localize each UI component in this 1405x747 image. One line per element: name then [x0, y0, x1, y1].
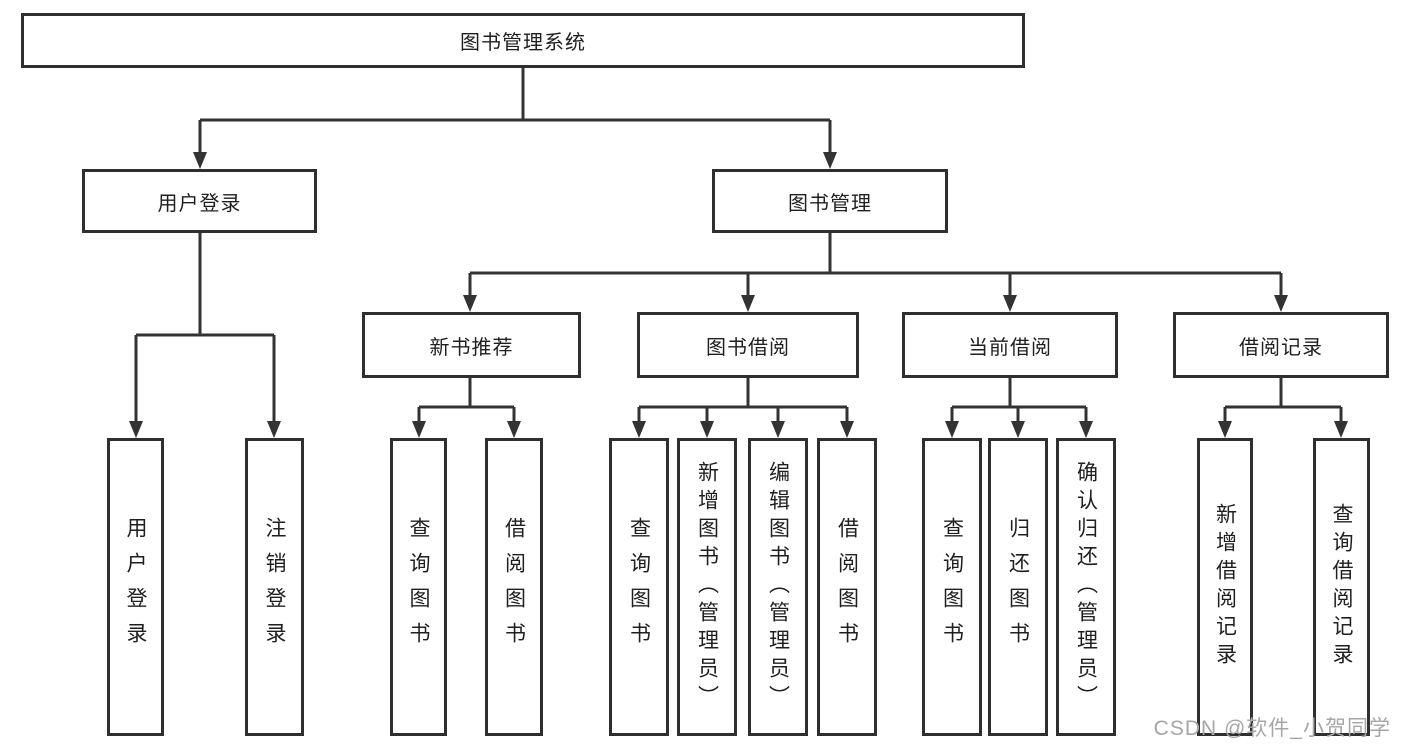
- leaf-label: 用户登录: [124, 517, 147, 657]
- node-book-management: 图书管理: [712, 169, 948, 233]
- leaf-label: 查询图书: [407, 517, 430, 657]
- leaf-label: 新增图书（管理员）: [695, 461, 719, 713]
- leaf-label: 借阅图书: [835, 517, 859, 657]
- leaf-label: 注销登录: [263, 517, 286, 657]
- leaf-query-book-1: 查询图书: [390, 438, 447, 736]
- leaf-label: 归还图书: [1006, 517, 1030, 657]
- leaf-borrow-book-2: 借阅图书: [817, 438, 877, 736]
- leaf-add-book-admin: 新增图书（管理员）: [677, 438, 737, 736]
- leaf-label: 查询图书: [627, 517, 651, 657]
- connector-book-borrow-children: [632, 378, 854, 438]
- leaf-user-login: 用户登录: [107, 438, 164, 736]
- leaf-query-book-2: 查询图书: [609, 438, 669, 736]
- connector-book-mgmt-to-level3: [463, 232, 1288, 312]
- leaf-query-book-3: 查询图书: [922, 438, 982, 736]
- leaf-return-book: 归还图书: [988, 438, 1048, 736]
- leaf-label: 查询借阅记录: [1330, 503, 1353, 671]
- leaf-label: 查询图书: [940, 517, 964, 657]
- node-user-login: 用户登录: [82, 169, 317, 233]
- csdn-watermark: CSDN @软件_小贺同学: [1153, 717, 1391, 740]
- connector-new-book-children: [412, 378, 521, 438]
- leaf-logout: 注销登录: [245, 438, 304, 736]
- node-current-borrow: 当前借阅: [902, 312, 1118, 378]
- leaf-confirm-return-admin: 确认归还（管理员）: [1056, 438, 1116, 736]
- leaf-add-borrow-record: 新增借阅记录: [1197, 438, 1253, 736]
- leaf-label: 新增借阅记录: [1213, 503, 1237, 671]
- leaf-label: 编辑图书（管理员）: [766, 461, 790, 713]
- leaf-label: 借阅图书: [502, 517, 526, 657]
- node-new-book-recommend: 新书推荐: [362, 312, 581, 378]
- connector-borrow-record-children: [1218, 378, 1348, 438]
- node-book-borrow: 图书借阅: [637, 312, 859, 378]
- node-borrow-record: 借阅记录: [1173, 312, 1389, 378]
- leaf-query-borrow-record: 查询借阅记录: [1313, 438, 1370, 736]
- node-root-system: 图书管理系统: [21, 13, 1025, 68]
- connector-current-borrow-children: [945, 378, 1093, 438]
- leaf-label: 确认归还（管理员）: [1074, 461, 1098, 713]
- connector-root-to-level2: [193, 68, 837, 169]
- leaf-borrow-book-1: 借阅图书: [485, 438, 543, 736]
- leaf-edit-book-admin: 编辑图书（管理员）: [748, 438, 808, 736]
- connector-user-login-children: [129, 233, 281, 438]
